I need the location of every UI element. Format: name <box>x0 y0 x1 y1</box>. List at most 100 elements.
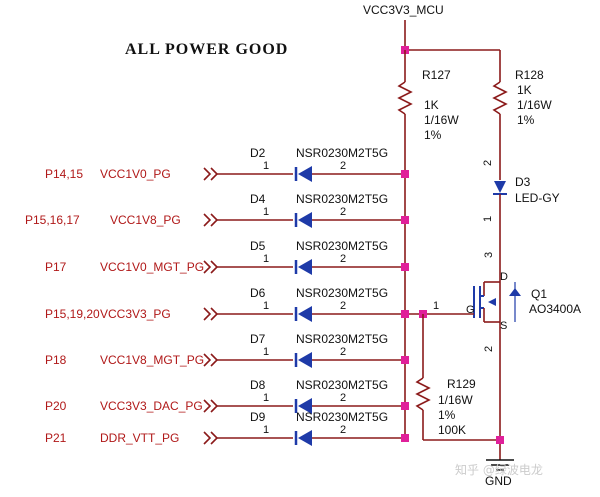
r128-value: 1K <box>517 83 532 97</box>
connector-icon <box>210 167 219 181</box>
connector-icon <box>210 213 219 227</box>
connector-icon <box>210 431 219 445</box>
connector-icon <box>203 399 212 413</box>
diode-part: NSR0230M2T5G <box>296 410 388 424</box>
diode-pin1: 1 <box>263 392 269 404</box>
diode-icon <box>298 166 312 182</box>
vcc-label: VCC3V3_MCU <box>363 3 444 17</box>
q1-pin-d: 3 <box>483 252 495 258</box>
diode-pin1: 1 <box>263 160 269 172</box>
diode-ref: D5 <box>250 239 266 253</box>
r127-tol: 1% <box>424 128 442 142</box>
connector-icon <box>203 213 212 227</box>
led-d3: 2 1 D3 LED-GY <box>482 160 560 282</box>
diode-pin2: 2 <box>340 346 346 358</box>
diode-icon <box>298 352 312 368</box>
diode-row-d9: P21 DDR_VTT_PG D9 NSR0230M2T5G 1 2 <box>45 410 409 446</box>
diode-pin2: 2 <box>340 160 346 172</box>
diode-icon <box>298 212 312 228</box>
diode-pin1: 1 <box>263 424 269 436</box>
diode-icon <box>298 398 312 414</box>
diode-pin1: 1 <box>263 346 269 358</box>
diode-ref: D6 <box>250 286 266 300</box>
connector-icon <box>203 260 212 274</box>
connector-icon <box>203 353 212 367</box>
junction <box>401 356 409 364</box>
page-ref: P20 <box>45 399 67 413</box>
net-name: VCC1V8_PG <box>110 213 181 227</box>
net-name: VCC3V3_PG <box>100 307 171 321</box>
net-name: VCC1V0_MGT_PG <box>100 260 204 274</box>
diode-icon <box>298 430 312 446</box>
diode-pin1: 1 <box>263 253 269 265</box>
resistor-r127: R127 1K 1/16W 1% <box>397 50 459 440</box>
net-name: DDR_VTT_PG <box>100 431 179 445</box>
led-part: LED-GY <box>515 191 560 205</box>
junction <box>401 170 409 178</box>
junction <box>401 216 409 224</box>
r129-ref: R129 <box>447 377 476 391</box>
r127-power: 1/16W <box>424 113 459 127</box>
diode-part: NSR0230M2T5G <box>296 192 388 206</box>
diode-pin2: 2 <box>340 392 346 404</box>
q1-pin-s: 2 <box>483 346 495 352</box>
diode-pin2: 2 <box>340 300 346 312</box>
connector-icon <box>210 353 219 367</box>
diode-ref: D8 <box>250 378 266 392</box>
junction <box>401 434 409 442</box>
junction <box>401 263 409 271</box>
diode-ref: D4 <box>250 192 266 206</box>
junction <box>401 402 409 410</box>
r129-value: 100K <box>438 423 466 437</box>
gnd-symbol: GND <box>485 459 514 488</box>
r127-value: 1K <box>424 98 439 112</box>
diode-ref: D2 <box>250 146 266 160</box>
page-ref: P14,15 <box>45 167 83 181</box>
diode-row-d5: P17 VCC1V0_MGT_PG D5 NSR0230M2T5G 1 2 <box>45 239 409 275</box>
page-ref: P18 <box>45 353 67 367</box>
q1-s: S <box>500 320 507 332</box>
watermark: 知乎 @绿波电龙 <box>455 462 543 477</box>
q1-part: AO3400A <box>529 302 581 316</box>
diode-pin2: 2 <box>340 253 346 265</box>
led-ref: D3 <box>515 175 531 189</box>
gnd-label: GND <box>485 474 512 488</box>
page-ref: P15,16,17 <box>25 213 80 227</box>
diode-part: NSR0230M2T5G <box>296 239 388 253</box>
connector-icon <box>203 307 212 321</box>
connector-icon <box>210 307 219 321</box>
junction-gnd <box>496 436 504 444</box>
title: ALL POWER GOOD <box>125 41 288 58</box>
diode-pin1: 1 <box>263 206 269 218</box>
junction <box>401 310 409 318</box>
page-ref: P15,19,20 <box>45 307 100 321</box>
diode-part: NSR0230M2T5G <box>296 378 388 392</box>
diode-part: NSR0230M2T5G <box>296 286 388 300</box>
r128-ref: R128 <box>515 68 544 82</box>
r128-tol: 1% <box>517 113 535 127</box>
diode-pin2: 2 <box>340 424 346 436</box>
diode-icon <box>298 259 312 275</box>
connector-icon <box>210 399 219 413</box>
connector-icon <box>203 167 212 181</box>
page-ref: P17 <box>45 260 67 274</box>
diode-icon <box>298 306 312 322</box>
diode-part: NSR0230M2T5G <box>296 146 388 160</box>
diode-ref: D7 <box>250 332 266 346</box>
r128-power: 1/16W <box>517 98 552 112</box>
diode-pin1: 1 <box>263 300 269 312</box>
r129-tol: 1% <box>438 408 456 422</box>
connector-icon <box>203 431 212 445</box>
diode-ref: D9 <box>250 410 266 424</box>
resistor-r129: R129 1/16W 1% 100K <box>415 314 500 441</box>
net-name: VCC1V8_MGT_PG <box>100 353 204 367</box>
page-ref: P21 <box>45 431 67 445</box>
diode-part: NSR0230M2T5G <box>296 332 388 346</box>
